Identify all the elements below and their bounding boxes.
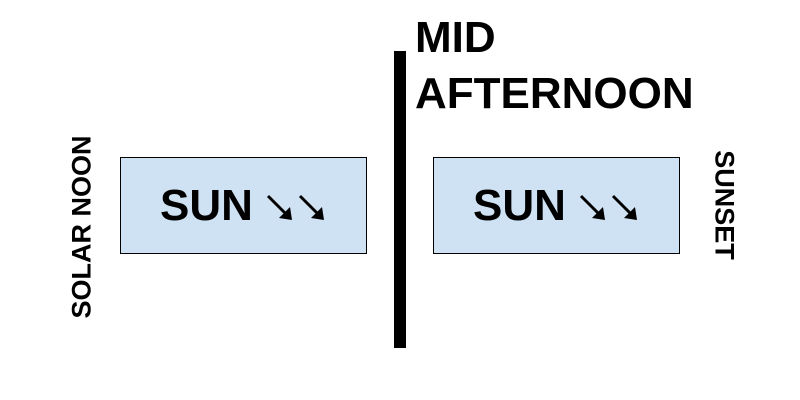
down-right-arrows-icon [578, 193, 640, 223]
right-label: SUNSET [709, 150, 740, 260]
center-divider [394, 51, 406, 348]
heading-line-2: AFTERNOON [415, 69, 694, 118]
sun-box-right-label: SUN [473, 180, 566, 230]
heading: MID AFTERNOON [415, 10, 694, 122]
down-right-arrows-icon [265, 193, 327, 223]
sun-box-left: SUN [120, 157, 367, 254]
left-label: SOLAR NOON [66, 135, 97, 319]
sun-box-right: SUN [433, 157, 680, 254]
sun-box-left-label: SUN [160, 180, 253, 230]
heading-line-1: MID [415, 13, 496, 62]
